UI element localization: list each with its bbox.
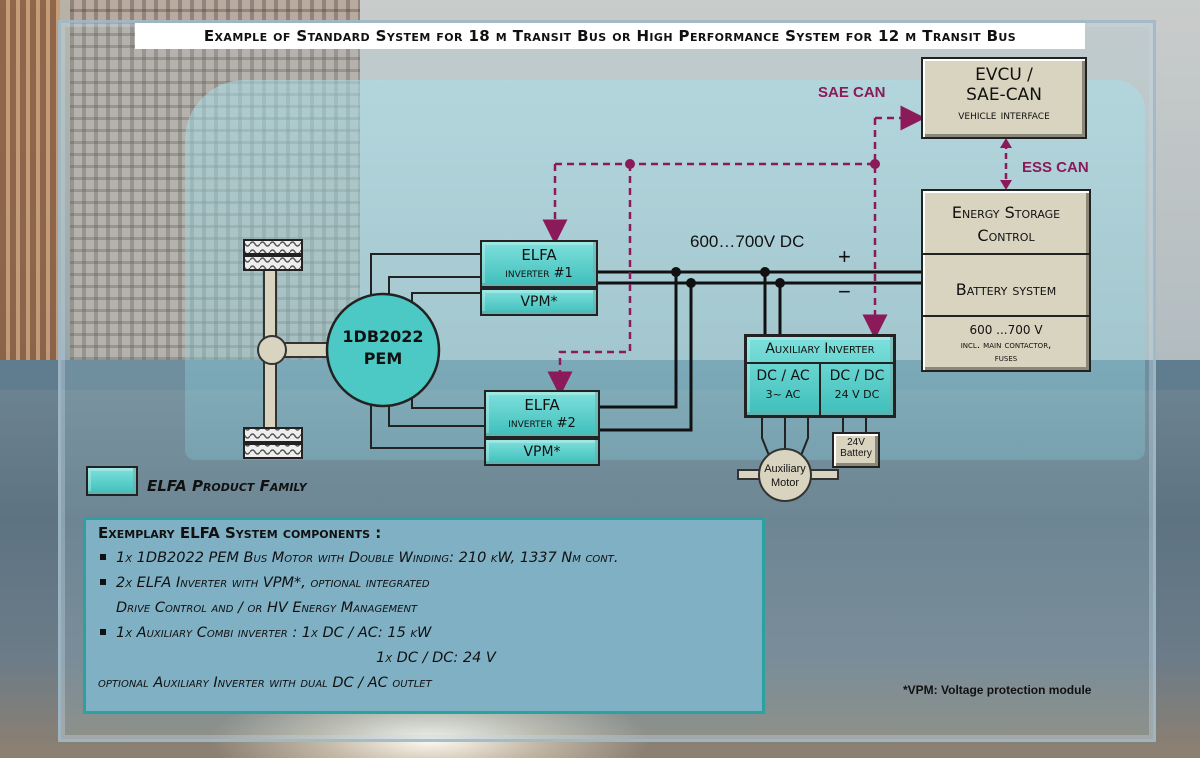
dc-bus-voltage-label: 600…700V DC xyxy=(690,232,805,251)
legend-label: ELFA Product Family xyxy=(147,477,307,495)
component-row: Drive Control and / or HV Energy Managem… xyxy=(98,596,750,621)
component-row: 2x ELFA Inverter with VPM*, optional int… xyxy=(98,571,750,596)
component-row: 1x Auxiliary Combi inverter : 1x DC / AC… xyxy=(98,621,750,646)
wheel-icon xyxy=(243,443,303,459)
battery-24v-line2: Battery xyxy=(840,448,872,459)
elfa-inverter-2[interactable]: ELFA inverter #2 xyxy=(484,390,600,438)
energy-storage-control-line1: Energy Storage xyxy=(951,203,1061,222)
battery-24v-line1: 24V xyxy=(847,437,865,448)
evcu-line2: SAE-CAN xyxy=(966,85,1042,105)
component-text: 1x 1DB2022 PEM Bus Motor with Double Win… xyxy=(116,550,619,566)
bullet-icon xyxy=(100,578,106,585)
battery-system: Battery system xyxy=(923,255,1089,317)
evcu-box[interactable]: EVCU / SAE-CAN vehicle interface xyxy=(921,57,1087,139)
legend-swatch-elfa xyxy=(86,466,138,496)
aux-motor-body xyxy=(758,448,812,502)
background-building xyxy=(0,0,60,360)
axle xyxy=(243,239,331,459)
aux-wires xyxy=(761,418,867,459)
aux-dc-ac-label: DC / AC xyxy=(756,368,810,384)
energy-storage-box[interactable]: Energy Storage Control Battery system 60… xyxy=(921,189,1091,372)
minus-sign: − xyxy=(838,279,851,304)
elfa-inverter-1[interactable]: ELFA inverter #1 xyxy=(480,240,598,288)
energy-storage-control-line2: Control xyxy=(977,226,1035,245)
vpm-2[interactable]: VPM* xyxy=(484,438,600,466)
vpm-1-label: VPM* xyxy=(520,294,558,310)
bullet-icon xyxy=(100,553,106,560)
battery-voltage: 600 ...700 V xyxy=(969,323,1043,337)
differential-icon xyxy=(257,335,287,365)
battery-24v[interactable]: 24V Battery xyxy=(832,432,880,468)
aux-inverter-title: Auxiliary Inverter xyxy=(747,337,893,364)
inverter-1-line2: inverter #1 xyxy=(505,266,573,281)
bullet-icon xyxy=(100,628,106,635)
inverter-1-line1: ELFA xyxy=(521,246,557,264)
aux-dc-ac-section: DC / AC 3~ AC xyxy=(747,364,821,417)
component-text: optional Auxiliary Inverter with dual DC… xyxy=(98,675,432,691)
aux-dc-dc-label: DC / DC xyxy=(829,368,885,384)
component-text: 1x DC / DC: 24 V xyxy=(376,650,496,666)
can-bus-lines xyxy=(542,105,926,397)
aux-dc-dc-section: DC / DC 24 V DC xyxy=(821,364,893,417)
components-panel: Exemplary ELFA System components : 1x 1D… xyxy=(83,517,765,714)
wheel-icon xyxy=(243,255,303,271)
dc-bus xyxy=(598,270,922,432)
components-heading: Exemplary ELFA System components : xyxy=(98,524,382,542)
component-text: 2x ELFA Inverter with VPM*, optional int… xyxy=(116,575,430,591)
wheel-icon xyxy=(243,239,303,255)
page-title: Example of Standard System for 18 m Tran… xyxy=(135,23,1085,49)
evcu-line1: EVCU / xyxy=(975,65,1033,85)
aux-motor-line2: Motor xyxy=(770,477,800,489)
vpm-footnote: *VPM: Voltage protection module xyxy=(903,683,1092,697)
auxiliary-inverter[interactable]: Auxiliary Inverter DC / AC 3~ AC DC / DC… xyxy=(744,334,896,418)
vpm-2-label: VPM* xyxy=(523,444,561,460)
component-text: 1x Auxiliary Combi inverter : 1x DC / AC… xyxy=(116,625,432,641)
inverter-2-line1: ELFA xyxy=(524,396,560,414)
bus-junctions xyxy=(671,267,785,288)
ess-can-link xyxy=(1000,138,1012,190)
aux-3ac-label: 3~ AC xyxy=(765,388,801,401)
battery-system-label: Battery system xyxy=(955,280,1057,299)
energy-storage-control: Energy Storage Control xyxy=(923,191,1089,255)
inverter-2-line2: inverter #2 xyxy=(508,416,576,431)
plus-sign: + xyxy=(838,244,851,269)
can-junctions xyxy=(625,159,880,169)
component-row: 1x 1DB2022 PEM Bus Motor with Double Win… xyxy=(98,546,750,571)
evcu-line3: vehicle interface xyxy=(958,108,1050,123)
component-text: Drive Control and / or HV Energy Managem… xyxy=(116,600,418,616)
aux-motor-line1: Auxiliary xyxy=(764,463,806,475)
pem-motor-line2: PEM xyxy=(363,349,403,368)
component-row: optional Auxiliary Inverter with dual DC… xyxy=(98,671,750,696)
pem-motor-body xyxy=(325,292,441,408)
wheel-icon xyxy=(243,427,303,443)
component-row: 1x DC / DC: 24 V xyxy=(98,646,750,671)
vpm-1[interactable]: VPM* xyxy=(480,288,598,316)
sae-can-label: SAE CAN xyxy=(818,84,886,101)
battery-note-line2: fuses xyxy=(994,353,1018,364)
ess-can-label: ESS CAN xyxy=(1022,159,1089,176)
battery-note-line1: incl. main contactor, xyxy=(960,340,1052,351)
aux-24vdc-label: 24 V DC xyxy=(834,388,880,401)
pem-motor-line1: 1DB2022 xyxy=(342,327,424,346)
